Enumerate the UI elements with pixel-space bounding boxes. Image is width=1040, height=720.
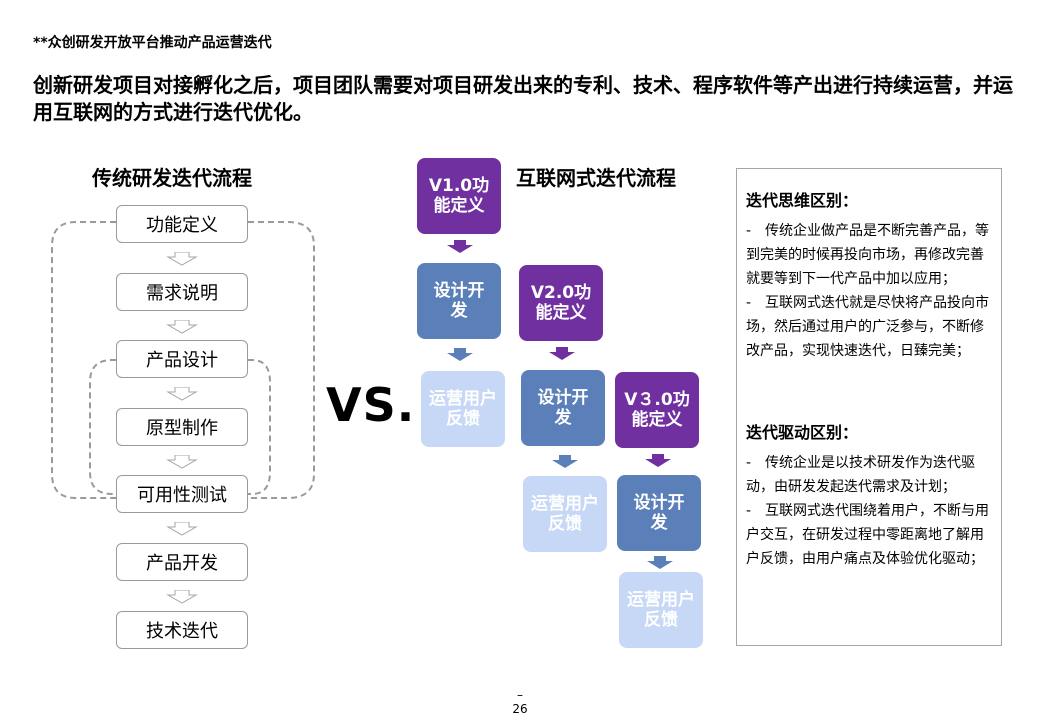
down-arrow-icon xyxy=(447,348,473,361)
thinking-point-2: - 互联网式迭代就是尽快将产品投向市场，然后通过用户的广泛参与，不断修改产品，实… xyxy=(746,295,990,359)
down-arrow-icon xyxy=(166,252,198,266)
v3-feedback-card: 运营用户反馈 xyxy=(619,572,703,648)
step-product-dev: 产品开发 xyxy=(116,543,248,581)
down-arrow-icon xyxy=(549,347,575,360)
v2-feedback-card: 运营用户反馈 xyxy=(523,476,607,552)
v1-feature-card: V1.0功能定义 xyxy=(417,158,501,234)
step-tech-iteration: 技术迭代 xyxy=(116,611,248,649)
thinking-point-1: - 传统企业做产品是不断完善产品，等到完美的时候再投向市场，再修改完善就要等到下… xyxy=(746,223,990,287)
v2-feature-card: V2.0功能定义 xyxy=(519,265,603,341)
step-product-design: 产品设计 xyxy=(116,340,248,378)
driver-title: 迭代驱动区别： xyxy=(746,423,859,442)
page-dash: – xyxy=(517,688,523,702)
internet-title: 互联网式迭代流程 xyxy=(516,166,676,190)
down-arrow-icon xyxy=(166,387,198,401)
driver-point-2: - 互联网式迭代围绕着用户，不断与用户交互，在研发过程中零距离地了解用户反馈，由… xyxy=(746,503,990,567)
step-feature-definition: 功能定义 xyxy=(116,205,248,243)
down-arrow-icon xyxy=(552,455,578,468)
down-arrow-icon xyxy=(166,590,198,604)
v1-design-card: 设计开发 xyxy=(417,263,501,339)
down-arrow-icon xyxy=(166,455,198,469)
page-number-text: 26 xyxy=(512,702,528,716)
outer-loop-left xyxy=(51,221,116,499)
thinking-title: 迭代思维区别： xyxy=(746,191,859,210)
inner-loop-right xyxy=(248,359,271,495)
step-usability-test: 可用性测试 xyxy=(116,475,248,513)
traditional-title: 传统研发迭代流程 xyxy=(92,166,252,190)
loop-lines xyxy=(51,221,315,499)
down-arrow-icon xyxy=(645,454,671,467)
outer-loop-right xyxy=(248,221,315,499)
down-arrow-icon xyxy=(166,522,198,536)
down-arrow-icon xyxy=(166,320,198,334)
down-arrow-icon xyxy=(447,240,473,253)
inner-loop-left xyxy=(89,359,116,495)
driver-point-1: - 传统企业是以技术研发作为迭代驱动，由研发发起迭代需求及计划； xyxy=(746,455,976,495)
down-arrow-icon xyxy=(647,556,673,569)
page-number: – 26 xyxy=(508,688,532,716)
step-requirements: 需求说明 xyxy=(116,273,248,311)
vs-label: VS. xyxy=(326,378,416,432)
step-prototype: 原型制作 xyxy=(116,408,248,446)
slide-headline: 创新研发项目对接孵化之后，项目团队需要对项目研发出来的专利、技术、程序软件等产出… xyxy=(33,73,1013,124)
slide-header: **众创研发开放平台推动产品运营迭代 xyxy=(33,35,272,51)
v3-feature-card: V３.0功能定义 xyxy=(615,372,699,448)
v3-design-card: 设计开发 xyxy=(617,475,701,551)
v2-design-card: 设计开发 xyxy=(521,370,605,446)
comparison-panel: 迭代思维区别： - 传统企业做产品是不断完善产品，等到完美的时候再投向市场，再修… xyxy=(736,168,1002,646)
v1-feedback-card: 运营用户反馈 xyxy=(421,371,505,447)
